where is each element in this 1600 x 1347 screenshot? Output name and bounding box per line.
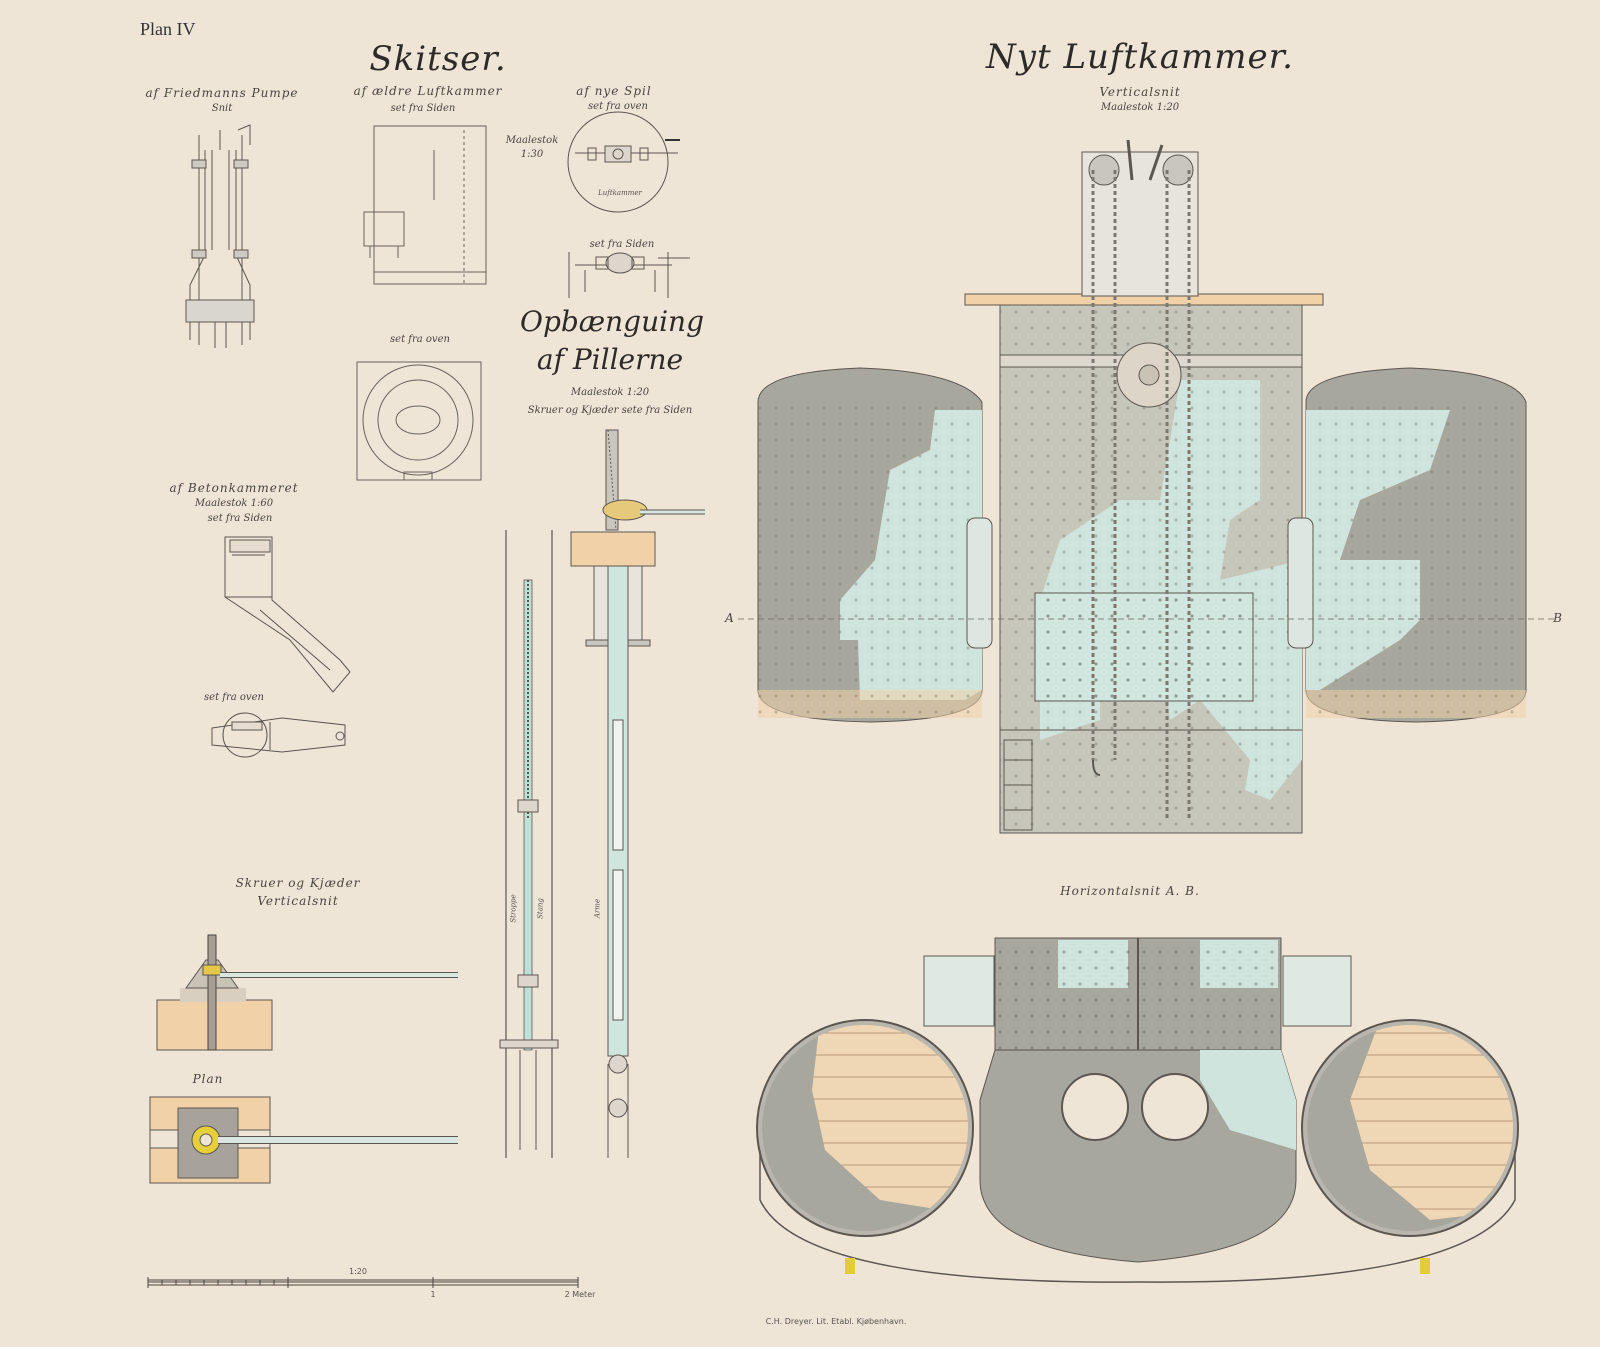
scale-bar <box>147 1277 579 1288</box>
scale-bar-tick-label: 1 <box>430 1290 436 1299</box>
new-air-chamber-horizontal-section <box>756 937 1519 1283</box>
skitser-title: Skitser. <box>369 39 507 79</box>
concrete-chamber-scale: Maalestok 1:60 <box>194 498 274 509</box>
winch-side-label: set fra Siden <box>589 239 655 250</box>
rod-label-stroppe: Stroppe <box>509 894 518 923</box>
screw-section-subtitle: Verticalsnit <box>257 894 339 908</box>
concrete-chamber-title: af Betonkammeret <box>169 481 299 495</box>
winch-title: af nye Spil <box>576 84 652 98</box>
friedmann-pump-subtitle: Snit <box>211 103 233 114</box>
concrete-chamber-top-label: set fra oven <box>204 692 264 703</box>
concrete-chamber-sketch <box>211 536 351 758</box>
section-marker-a: A <box>725 611 735 625</box>
rod-label-stang: Stang <box>536 898 545 919</box>
small-scale-label: Maalestok <box>505 135 559 146</box>
older-chamber-top-label: set fra oven <box>390 334 450 345</box>
suspension-note: Skruer og Kjæder sete fra Siden <box>527 405 693 416</box>
suspension-scale: Maalestok 1:20 <box>570 387 650 398</box>
scale-bar-label: 1:20 <box>349 1267 367 1276</box>
air-chamber-title: Nyt Luftkammer. <box>986 37 1294 77</box>
plate-number: Plan IV <box>140 19 196 39</box>
suspension-title-line1: Opbænguing <box>519 305 705 338</box>
older-chamber-title: af ældre Luftkammer <box>353 84 503 98</box>
printer-imprint: C.H. Dreyer. Lit. Etabl. Kjøbenhavn. <box>765 1317 907 1326</box>
rod-label-arme: Arme <box>593 898 602 919</box>
concrete-chamber-side-label: set fra Siden <box>207 513 273 524</box>
pillar-suspension-drawing <box>499 429 705 1158</box>
older-chamber-side-label: set fra Siden <box>390 103 456 114</box>
small-scale-value: 1:30 <box>520 149 544 160</box>
suspension-title-line2: af Pillerne <box>536 343 684 376</box>
friedmann-pump-sketch <box>185 124 255 348</box>
friedmann-pump-title: af Friedmanns Pumpe <box>145 86 299 100</box>
screw-section-title: Skruer og Kjæder <box>235 876 361 890</box>
vertical-section-scale: Maalestok 1:20 <box>1100 102 1180 113</box>
scale-bar-end-label: 2 Meter <box>564 1290 596 1299</box>
winch-chamber-label: Luftkammer <box>598 189 642 197</box>
vertical-section-title: Verticalsnit <box>1099 85 1181 99</box>
new-air-chamber-vertical-section <box>738 139 1556 834</box>
new-winch-sketch <box>567 111 690 298</box>
section-marker-b: B <box>1553 611 1563 625</box>
older-air-chamber-sketch <box>356 125 487 481</box>
horizontal-section-title: Horizontalsnit A. B. <box>1060 884 1200 898</box>
winch-top-label: set fra oven <box>588 101 648 112</box>
screw-plan-label: Plan <box>192 1072 224 1086</box>
screw-and-chain-detail <box>149 934 458 1184</box>
